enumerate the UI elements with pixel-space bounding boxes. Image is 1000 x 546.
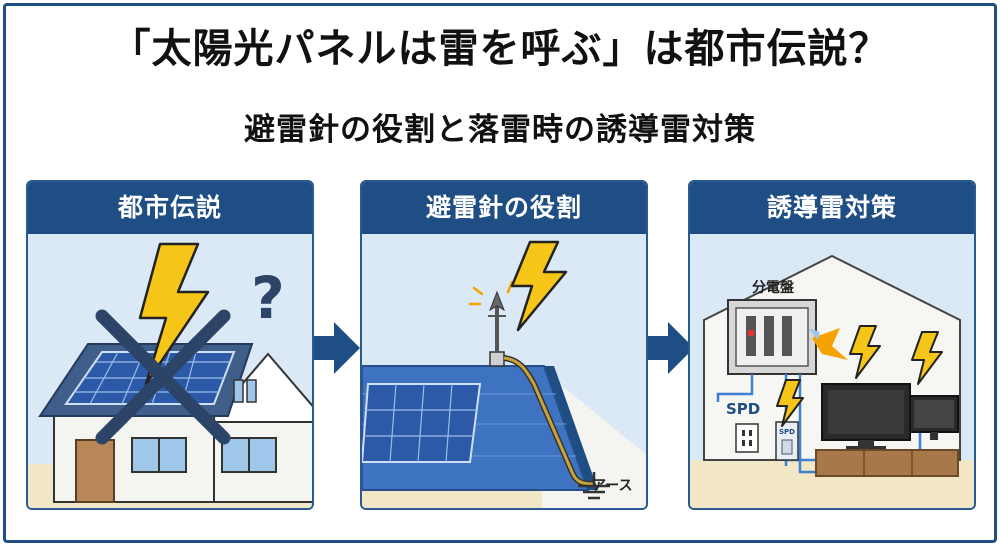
lightning-rod-illustration: アース	[362, 240, 646, 508]
arrow-right-icon	[648, 322, 694, 374]
wall-outlet	[735, 423, 759, 453]
rod-base	[489, 351, 505, 367]
breaker-panel-label: 分電盤	[752, 279, 795, 296]
ground-label: アース	[592, 478, 632, 494]
panel-heading-induced-lightning: 誘導雷対策	[690, 182, 974, 234]
question-mark-icon: ?	[251, 264, 285, 332]
spd-label: SPD	[726, 400, 760, 418]
panel-heading-urban-legend: 都市伝説	[28, 182, 312, 234]
title-container: 「太陽光パネルは雷を呼ぶ」は都市伝説？	[0, 16, 1000, 74]
arrow-right-icon	[314, 322, 360, 374]
spark-icon	[468, 280, 514, 306]
panel-induced-lightning: 誘導雷対策 分電盤 SPD SPD	[688, 180, 976, 510]
spark-icon	[812, 328, 848, 360]
lightning-bolt-icon	[138, 242, 210, 386]
tv-stand	[815, 449, 959, 477]
solar-grid	[74, 351, 230, 405]
subtitle: 避雷針の役割と落雷時の誘導雷対策	[244, 112, 756, 148]
house-illustration: ?	[28, 242, 312, 508]
lightning-bolt-icon	[911, 331, 943, 385]
surge-protection-illustration: 分電盤 SPD SPD	[690, 254, 974, 508]
attic-window	[233, 379, 244, 403]
panel-heading-lightning-rod: 避雷針の役割	[362, 182, 646, 234]
lightning-bolt-icon	[510, 240, 568, 332]
lightning-bolt-icon	[776, 379, 804, 427]
solar-grid	[363, 383, 477, 463]
lightning-bolt-icon	[849, 325, 881, 379]
ground-symbol-icon	[578, 472, 610, 500]
panel-urban-legend: 都市伝説	[26, 180, 314, 510]
door	[75, 439, 115, 503]
main-title-text: 「太陽光パネルは雷を呼ぶ」は都市伝説？	[110, 26, 890, 72]
spd-device-label: SPD	[779, 428, 795, 436]
main-title: 「太陽光パネルは雷を呼ぶ」は都市伝説？	[104, 16, 896, 74]
panel-lightning-rod: 避雷針の役割	[360, 180, 648, 510]
cross-mark-icon	[95, 309, 231, 445]
